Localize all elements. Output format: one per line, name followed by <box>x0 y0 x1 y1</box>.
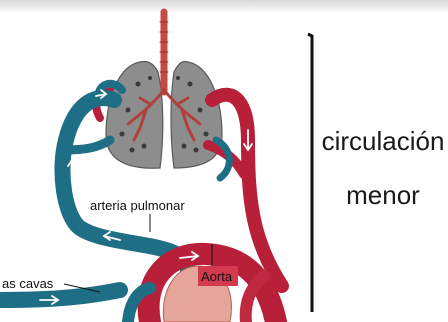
vena-cava <box>0 290 120 300</box>
heading-line-1: circulación <box>318 128 448 154</box>
left-lung <box>106 61 163 168</box>
heart <box>128 254 276 322</box>
label-pulmonary-artery: arteria pulmonar <box>90 198 185 213</box>
label-venae-cavae: as cavas <box>2 276 54 291</box>
label-aorta: Aorta <box>201 269 233 284</box>
vertical-divider <box>308 34 312 312</box>
heading-line-2: menor <box>318 182 448 208</box>
